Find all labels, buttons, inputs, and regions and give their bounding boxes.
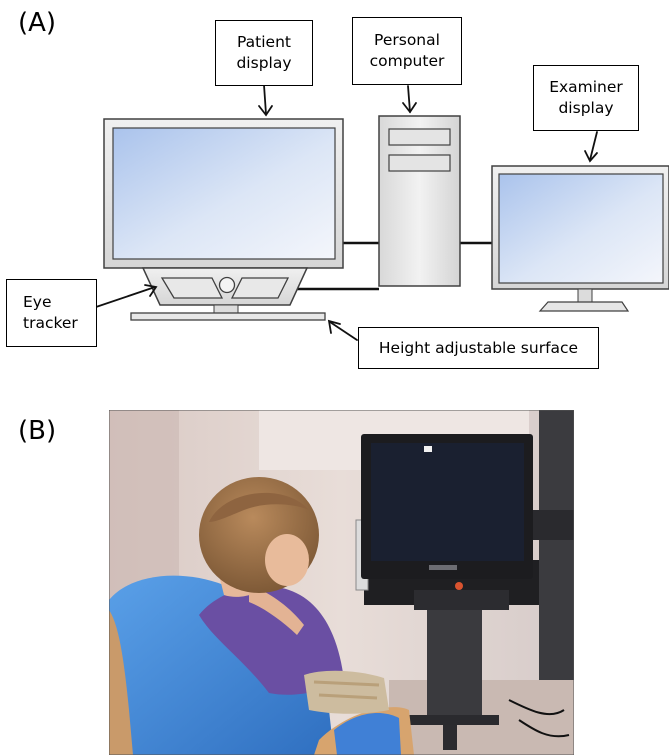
adjustable-surface (130, 304, 326, 321)
cables (292, 241, 492, 291)
callout-personal-computer: Personal computer (352, 17, 462, 85)
arrow-examiner-display (589, 131, 598, 161)
callout-patient-display: Patient display (215, 20, 313, 86)
panel-b-label: (B) (18, 416, 57, 446)
patient-display-label: Patient display (236, 33, 292, 72)
photo-monitor (361, 434, 533, 579)
examiner-display (491, 165, 669, 312)
height-adjustable-surface-label: Height adjustable surface (378, 338, 579, 357)
setup-diagram (95, 84, 669, 341)
arrow-surface (329, 321, 358, 341)
arrow-eye-tracker (95, 286, 156, 308)
eye-tracker-device (141, 267, 309, 306)
personal-computer-label: Personal computer (369, 31, 445, 70)
callout-height-adjustable-surface: Height adjustable surface (358, 327, 599, 369)
arrow-pc (407, 85, 411, 113)
pc-tower (378, 115, 461, 287)
examiner-display-label: Examiner display (549, 78, 623, 117)
patient-display (103, 118, 344, 269)
eye-tracker-label: Eye tracker (23, 293, 78, 332)
photo-child (199, 477, 389, 714)
callout-examiner-display: Examiner display (533, 65, 639, 131)
arrow-patient-display (263, 84, 267, 115)
callout-eye-tracker: Eye tracker (6, 279, 97, 347)
pointer-arrows (95, 84, 598, 341)
photo-child-at-eye-tracker (109, 410, 574, 755)
panel-a-label: (A) (18, 8, 57, 38)
